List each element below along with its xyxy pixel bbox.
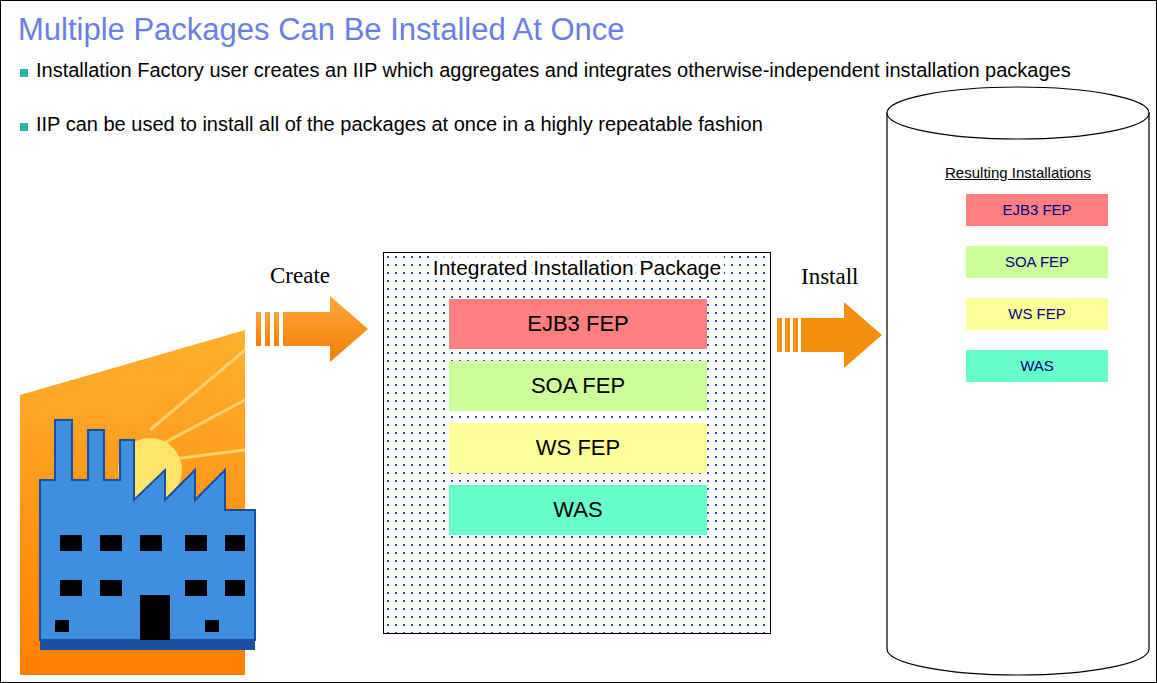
component-box: SOA FEP [449,361,707,411]
cylinder-body [887,112,1149,675]
box-label: WS FEP [1008,305,1066,323]
box-label: WAS [1020,357,1054,375]
box-heading: Resulting Installations [894,164,1142,182]
package-box: EJB3 FEP SOA FEP WS FEP WAS Integrated Insta… [383,252,771,634]
create-arrow [256,296,368,362]
component-box: WS FEP [966,298,1108,330]
install-arrow [801,318,844,352]
box-label: EJB3 FEP [1002,201,1071,219]
component-box: WAS [966,350,1108,382]
arrow-stripe [793,318,798,352]
slide-title: Multiple Packages Can Be Installed At On… [18,12,625,48]
arrow-stripe [785,318,790,352]
box-label: WS FEP [536,435,620,461]
component-box: EJB3 FEP [966,194,1108,226]
factory-icon [20,330,255,675]
cylinder-top [887,87,1149,139]
bullet-marker [20,123,28,131]
install-cylinder: EJB3 FEP SOA FEP WS FEP WAS Resulting Instal… [886,86,1150,676]
box-heading: Integrated Installation Package [430,255,724,280]
arrow-label: Create [270,262,330,290]
component-box: EJB3 FEP [449,299,707,349]
box-label: WAS [553,497,602,523]
component-box: WAS [449,485,707,535]
box-label: SOA FEP [1005,253,1069,271]
component-box: SOA FEP [966,246,1108,278]
box-label: SOA FEP [531,373,625,399]
bullet-text: Installation Factory user creates an IIP… [36,58,1096,82]
box-label: EJB3 FEP [527,311,628,337]
component-box: WS FEP [449,423,707,473]
arrow-label: Install [801,264,859,290]
arrow-stripe [777,318,782,352]
bullet-marker [20,69,28,77]
